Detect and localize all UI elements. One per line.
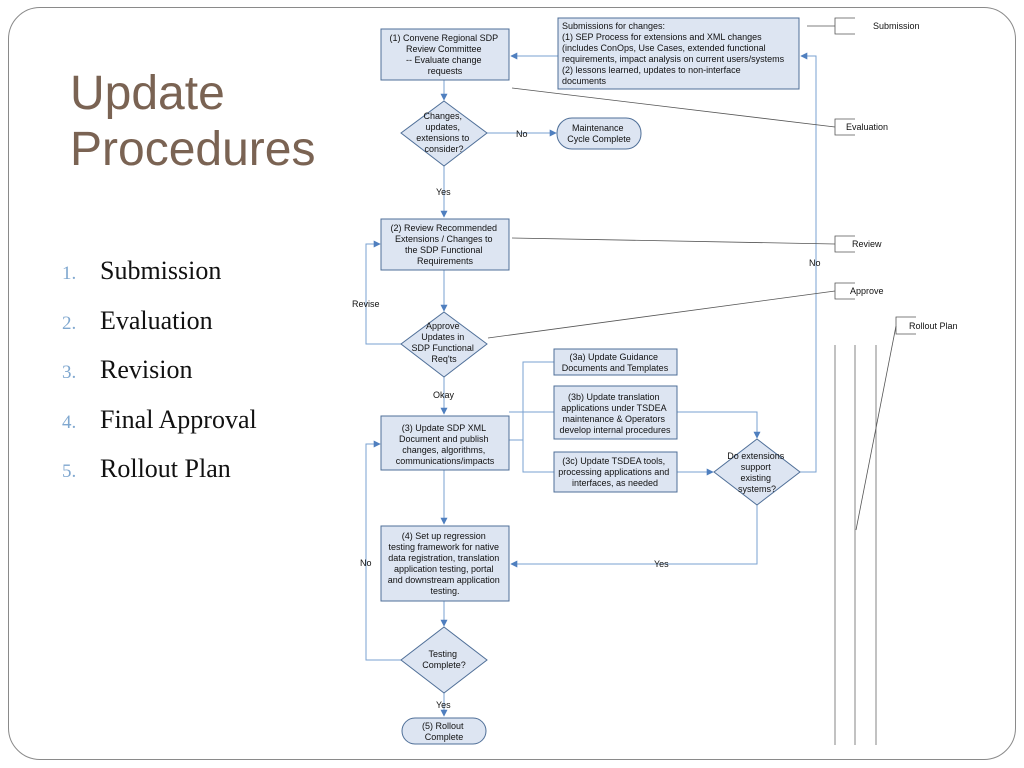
label-yes-1: Yes: [436, 187, 451, 197]
callout-bracket: [834, 17, 855, 35]
submissions-note-box: [557, 17, 800, 90]
step2-box: [380, 218, 510, 271]
connector: [365, 240, 401, 345]
step3a-box: [553, 348, 678, 376]
label-yes-3: Yes: [654, 559, 669, 569]
step-label: Evaluation: [100, 305, 213, 335]
step3a-text: (3a) Update Guidance Documents and Templ…: [562, 352, 669, 373]
list-item: 2. Evaluation: [62, 306, 257, 356]
connector: [510, 505, 758, 568]
decision-testing: [400, 626, 488, 694]
step-label: Submission: [100, 256, 222, 285]
steps-list: 1. Submission 2. Evaluation 3. Revision 4. F…: [62, 256, 257, 504]
step-label: Rollout Plan: [100, 454, 231, 483]
step-number: 3.: [62, 362, 77, 383]
title-line-1: Update: [70, 67, 225, 120]
label-no-4: No: [360, 558, 372, 568]
rollout-text: (5) Rollout Complete: [422, 721, 466, 742]
callout-line: [511, 237, 836, 245]
connector: [509, 439, 554, 473]
maintenance-terminal: [556, 117, 642, 150]
submissions-note-text: Submissions for changes: (1) SEP Process…: [562, 21, 787, 86]
decision-changes-text: Changes, updates, extensions to consider…: [416, 111, 472, 154]
decision-changes: [400, 100, 488, 167]
step-number: 1.: [62, 263, 77, 284]
decision-approve-text: Approve Updates in SDP Functional Req'ts: [412, 321, 477, 364]
step1-box: [380, 28, 510, 81]
decision-extensions-text: Do extensions support existing systems?: [727, 451, 787, 494]
step-label: Final Approval: [100, 404, 257, 434]
label-revise: Revise: [352, 299, 380, 309]
step-label: Revision: [100, 355, 193, 384]
decision-testing-text: Testing Complete?: [422, 649, 466, 670]
callout-line: [487, 290, 836, 339]
connector: [509, 361, 554, 441]
maintenance-text: Maintenance Cycle Complete: [567, 123, 631, 144]
callout-rollout-plan: Rollout Plan: [909, 321, 958, 331]
step4-text: (4) Set up regression testing framework …: [388, 531, 503, 596]
step3c-text: (3c) Update TSDEA tools, processing appl…: [558, 456, 672, 488]
step4-box: [380, 525, 510, 602]
step-number: 2.: [62, 312, 77, 334]
step3c-box: [553, 451, 678, 493]
decision-extensions: [713, 438, 801, 506]
callout-line: [855, 325, 897, 531]
list-item: 3. Revision: [62, 355, 257, 405]
step3b-box: [553, 385, 678, 440]
label-okay: Okay: [433, 390, 455, 400]
step-number: 5.: [62, 461, 77, 482]
step3-box: [380, 415, 510, 471]
connector: [800, 52, 817, 473]
list-item: 5. Rollout Plan: [62, 454, 257, 504]
callout-line: [511, 87, 836, 128]
connector: [677, 411, 761, 439]
callout-evaluation: Evaluation: [846, 122, 888, 132]
label-no-1: No: [516, 129, 528, 139]
callout-bracket: [895, 316, 916, 335]
step1-text: (1) Convene Regional SDP Review Committe…: [390, 33, 501, 76]
label-no-right: No: [809, 258, 821, 268]
list-item: 1. Submission: [62, 256, 257, 306]
step2-text: (2) Review Recommended Extensions / Chan…: [390, 223, 499, 266]
callout-approve: Approve: [850, 286, 884, 296]
slide-title: Update Procedures: [70, 66, 370, 178]
rollout-terminal: [401, 717, 487, 745]
step3b-text: (3b) Update translation applications und…: [559, 392, 671, 435]
step-number: 4.: [62, 411, 77, 433]
connector: [365, 440, 401, 661]
decision-approve: [400, 311, 488, 378]
title-line-2: Procedures: [70, 123, 316, 176]
list-item: 4. Final Approval: [62, 405, 257, 455]
callout-submission: Submission: [873, 21, 920, 31]
callout-review: Review: [852, 239, 882, 249]
step3-text: (3) Update SDP XML Document and publish …: [396, 423, 495, 466]
label-yes-4: Yes: [436, 700, 451, 710]
